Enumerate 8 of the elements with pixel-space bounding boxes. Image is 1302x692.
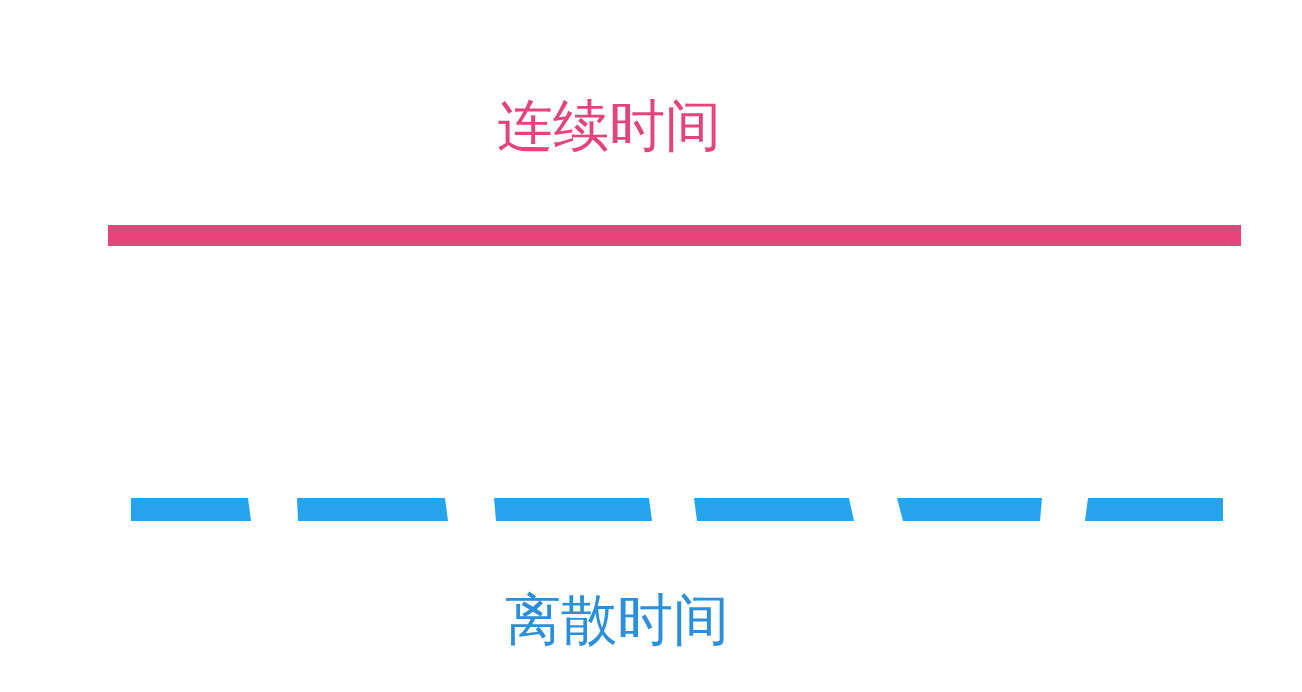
time-label: 离散时间 <box>505 588 729 652</box>
dash-segment <box>694 498 854 521</box>
dash-segment <box>131 498 251 521</box>
time-label: 连续时间 <box>497 94 721 158</box>
dash-segment <box>494 498 652 521</box>
dash-segment <box>297 498 448 521</box>
dash-segment <box>897 498 1042 521</box>
dash-segment <box>1085 498 1223 521</box>
